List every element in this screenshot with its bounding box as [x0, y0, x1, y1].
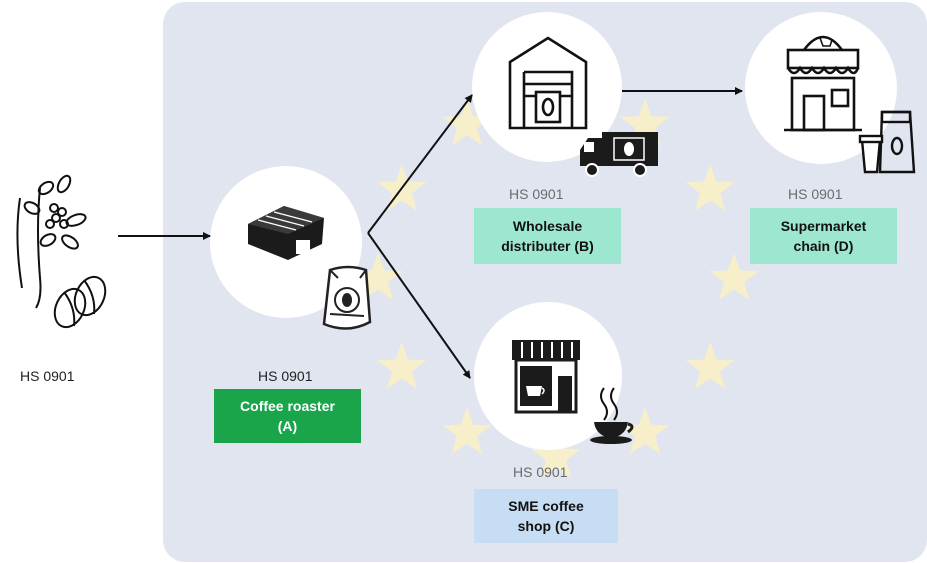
factory-icon: [248, 206, 324, 260]
supermarket-label: Supermarket chain (D): [750, 208, 897, 264]
eu-star-icon: [531, 431, 581, 478]
eu-star-icon: [377, 342, 427, 389]
roaster-label: Coffee roaster (A): [214, 389, 361, 443]
eu-star-icon: [377, 164, 427, 211]
eu-star-icon: [620, 407, 670, 455]
coffee-plant-and-beans-icon: [16, 174, 107, 329]
supermarket-icon: [784, 35, 862, 132]
coffee-bag-and-cup-icon: [858, 110, 916, 174]
roaster-hs-code: HS 0901: [258, 368, 313, 384]
warehouse-icon: [508, 36, 588, 130]
eu-star-icon: [620, 98, 670, 146]
source-hs-code: HS 0901: [20, 368, 75, 384]
delivery-truck-icon: [580, 132, 658, 177]
eu-star-icon: [709, 253, 759, 300]
supermarket-hs-code: HS 0901: [788, 186, 843, 202]
wholesale-hs-code: HS 0901: [509, 186, 564, 202]
coffee-cup-icon: [590, 387, 634, 444]
coffee-shop-label: SME coffee shop (C): [474, 489, 618, 543]
eu-star-icon: [685, 342, 735, 389]
wholesale-circle: [472, 12, 622, 162]
coffee-sack-icon: [322, 265, 372, 330]
eu-star-icon: [442, 407, 492, 455]
wholesale-label: Wholesale distributer (B): [474, 208, 621, 264]
coffee-shop-hs-code: HS 0901: [513, 464, 568, 480]
coffee-shop-icon: [512, 340, 580, 414]
eu-star-icon: [685, 164, 735, 211]
